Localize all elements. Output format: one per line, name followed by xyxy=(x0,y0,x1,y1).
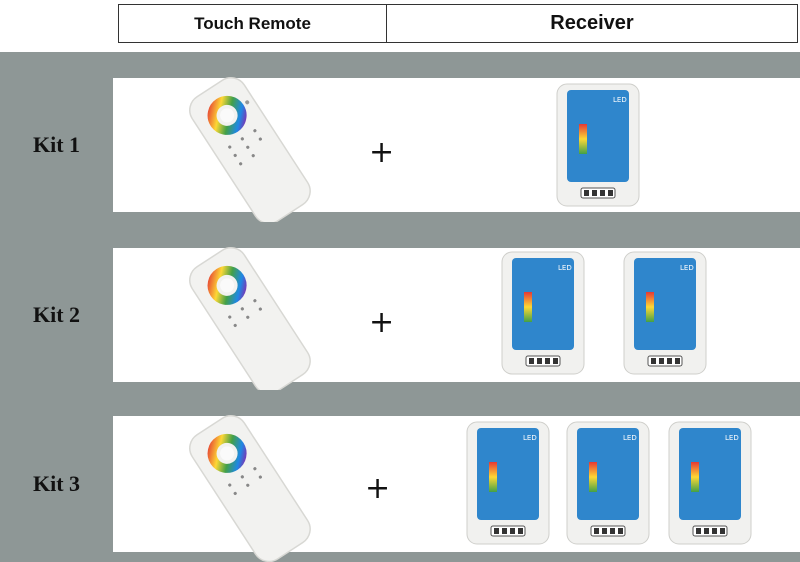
touch-remote-image xyxy=(189,415,311,562)
plus-sign: + xyxy=(365,471,391,506)
receiver-brand: LED xyxy=(558,264,572,272)
kit-1-label: Kit 1 xyxy=(32,132,81,157)
receiver-brand: LED xyxy=(613,96,627,104)
column-header-touch-remote: Touch Remote xyxy=(118,4,387,43)
receiver-image: LED xyxy=(466,421,550,545)
receiver-brand: LED xyxy=(623,434,637,442)
kit-3-label: Kit 3 xyxy=(32,471,81,496)
touch-remote-header-label: Touch Remote xyxy=(194,13,311,33)
plus-sign: + xyxy=(369,135,395,170)
column-header-receiver: Receiver xyxy=(386,4,798,43)
kit-1-content: + LED xyxy=(113,77,800,225)
kit-3-content: + LED LED LED xyxy=(113,415,800,562)
touch-remote-image xyxy=(189,247,311,395)
receiver-image: LED xyxy=(501,251,585,375)
receiver-image: LED xyxy=(623,251,707,375)
receiver-header-label: Receiver xyxy=(550,12,634,34)
receiver-brand: LED xyxy=(523,434,537,442)
receiver-image: LED xyxy=(668,421,752,545)
receiver-brand: LED xyxy=(680,264,694,272)
receiver-image: LED xyxy=(556,83,640,207)
kit-2-label: Kit 2 xyxy=(32,302,81,327)
plus-sign: + xyxy=(369,305,395,340)
touch-remote-image xyxy=(189,77,311,225)
kit-2-content: + LED LED xyxy=(113,247,800,395)
receiver-image: LED xyxy=(566,421,650,545)
receiver-brand: LED xyxy=(725,434,739,442)
